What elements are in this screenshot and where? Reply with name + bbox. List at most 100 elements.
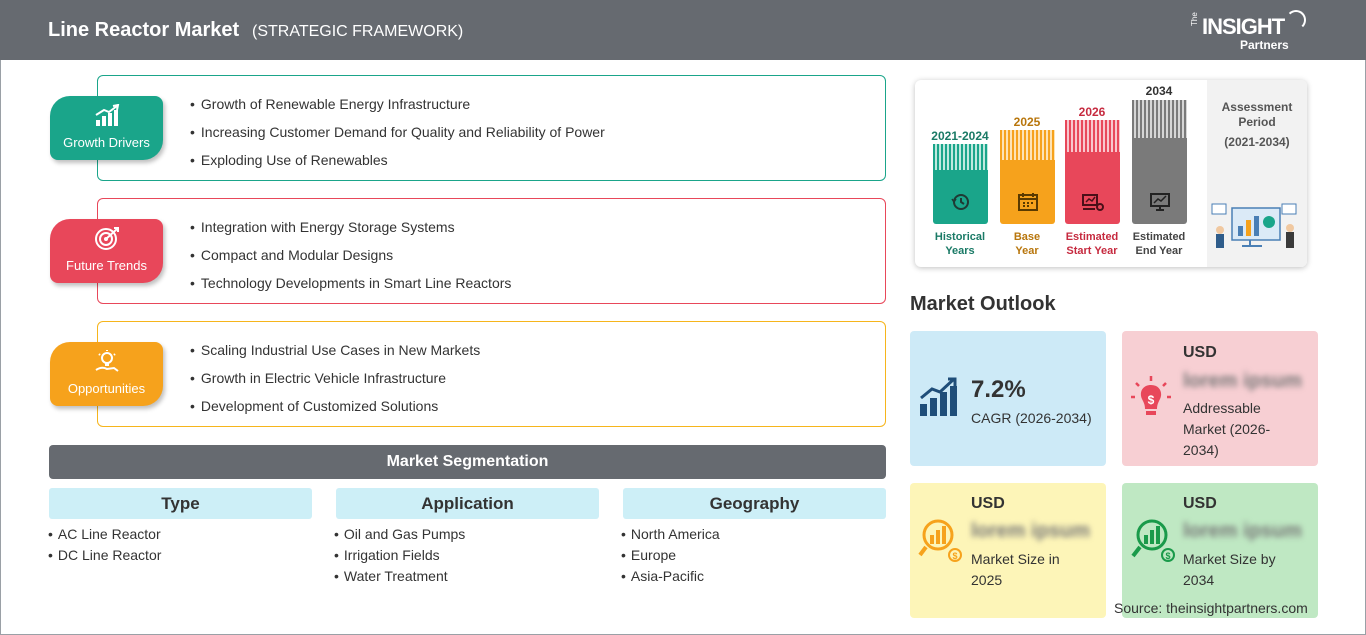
list-item: Growth of Renewable Energy Infrastructur… xyxy=(190,94,605,122)
list-item: Scaling Industrial Use Cases in New Mark… xyxy=(190,340,480,368)
assessment-label: Assessment xyxy=(1221,100,1293,114)
list-item: Oil and Gas Pumps xyxy=(334,525,465,546)
list-item: Increasing Customer Demand for Quality a… xyxy=(190,122,605,150)
insight-partners-logo[interactable]: The INSIGHT Partners xyxy=(1190,8,1310,54)
base-year-stripes xyxy=(1000,130,1055,160)
historical-bar xyxy=(933,170,988,224)
addressable-desc-line3: 2034) xyxy=(1183,442,1219,458)
size-2025-desc-line1: Market Size in xyxy=(971,551,1060,567)
segment-application-header: Application xyxy=(336,488,599,519)
list-item: Asia-Pacific xyxy=(621,567,720,588)
source-link[interactable]: Source: theinsightpartners.com xyxy=(1114,600,1308,616)
future-trends-list: Integration with Energy Storage Systems … xyxy=(190,217,512,301)
historical-caption-line2: Years xyxy=(945,245,975,257)
market-outlook-title: Market Outlook xyxy=(910,293,1056,315)
addressable-usd: USD xyxy=(1183,344,1217,361)
idea-hand-icon xyxy=(95,350,119,372)
list-item: DC Line Reactor xyxy=(48,546,162,567)
period-label: Period xyxy=(1238,115,1276,129)
list-item: Europe xyxy=(621,546,720,567)
list-item: North America xyxy=(621,525,720,546)
target-icon xyxy=(95,227,119,250)
addressable-desc-line2: Market (2026- xyxy=(1183,421,1271,437)
start-year-label: 2026 xyxy=(1078,105,1106,119)
list-item: Irrigation Fields xyxy=(334,546,465,567)
cagr-label: CAGR (2026-2034) xyxy=(971,410,1092,426)
future-trends-badge: Future Trends xyxy=(50,219,163,283)
page-title: Line Reactor Market xyxy=(48,19,240,41)
page-subtitle: (STRATEGIC FRAMEWORK) xyxy=(252,23,464,40)
start-year-caption-line2: Start Year xyxy=(1066,245,1118,257)
svg-text:$: $ xyxy=(952,551,957,561)
end-year-caption-line1: Estimated xyxy=(1132,231,1186,243)
end-year-caption-line2: End Year xyxy=(1135,245,1183,257)
svg-text:$: $ xyxy=(1165,551,1170,561)
chart-start-icon xyxy=(1082,194,1104,211)
opportunities-badge: Opportunities xyxy=(50,342,163,406)
segment-geography-header: Geography xyxy=(623,488,886,519)
addressable-value: lorem ipsum xyxy=(1183,370,1302,392)
end-year-label: 2034 xyxy=(1145,84,1173,98)
list-item: Compact and Modular Designs xyxy=(190,245,511,273)
size-2034-desc: Market Size by 2034 xyxy=(1183,549,1276,591)
analyst-dashboard-icon xyxy=(1211,203,1297,248)
calendar-icon xyxy=(1018,193,1038,211)
start-year-bar xyxy=(1065,152,1120,224)
segment-application-list: Oil and Gas Pumps Irrigation Fields Wate… xyxy=(334,525,465,588)
base-year-caption-line1: Base xyxy=(1013,231,1041,243)
magnifier-growth-icon: $ xyxy=(1131,519,1175,562)
growth-drivers-label: Growth Drivers xyxy=(63,135,150,150)
logo-the-text: The xyxy=(1190,12,1199,26)
future-trends-box: Integration with Energy Storage Systems … xyxy=(97,198,886,304)
opportunities-list: Scaling Industrial Use Cases in New Mark… xyxy=(190,340,480,424)
end-year-stripes xyxy=(1132,100,1187,138)
size-2025-desc-line2: 2025 xyxy=(971,572,1003,588)
size-2034-desc-line1: Market Size by xyxy=(1183,551,1276,567)
start-year-caption-line1: Estimated xyxy=(1065,231,1119,243)
list-item: Development of Customized Solutions xyxy=(190,396,480,424)
opportunities-box: Scaling Industrial Use Cases in New Mark… xyxy=(97,321,886,427)
base-year-caption-line2: Year xyxy=(1015,245,1039,257)
segment-geography-list: North America Europe Asia-Pacific xyxy=(621,525,720,588)
list-item: Growth in Electric Vehicle Infrastructur… xyxy=(190,368,480,396)
growth-drivers-box: Growth of Renewable Energy Infrastructur… xyxy=(97,75,886,181)
start-year-stripes xyxy=(1065,120,1120,152)
historical-years-label: 2021-2024 xyxy=(931,129,989,143)
addressable-desc-line1: Addressable xyxy=(1183,400,1261,416)
assessment-period-text: Assessment Period (2021-2034) xyxy=(1211,100,1303,150)
logo-partners-text: Partners xyxy=(1240,38,1289,52)
historical-stripes xyxy=(933,144,988,170)
history-clock-icon xyxy=(951,194,969,210)
future-trends-label: Future Trends xyxy=(66,258,147,273)
market-size-2025-card: $ USD lorem ipsum Market Size in 2025 xyxy=(910,483,1106,618)
size-2034-desc-line2: 2034 xyxy=(1183,572,1215,588)
size-2025-usd: USD xyxy=(971,495,1005,512)
size-2034-usd: USD xyxy=(1183,495,1217,512)
cagr-card: 7.2% CAGR (2026-2034) xyxy=(910,331,1106,466)
growth-drivers-badge: Growth Drivers xyxy=(50,96,163,160)
magnifier-chart-icon: $ xyxy=(918,519,962,562)
assessment-range: (2021-2034) xyxy=(1224,135,1290,149)
opportunities-label: Opportunities xyxy=(67,381,146,396)
list-item: Exploding Use of Renewables xyxy=(190,150,605,178)
historical-caption-line1: Historical xyxy=(934,231,986,243)
cagr-value: 7.2% xyxy=(971,376,1026,403)
list-item: Water Treatment xyxy=(334,567,465,588)
segment-type-header: Type xyxy=(49,488,312,519)
segment-type-list: AC Line Reactor DC Line Reactor xyxy=(48,525,162,567)
list-item: AC Line Reactor xyxy=(48,525,161,546)
bulb-dollar-icon: $ xyxy=(1131,376,1171,415)
growth-chart-icon xyxy=(920,377,957,416)
market-segmentation-title: Market Segmentation xyxy=(49,445,886,479)
list-item: Technology Developments in Smart Line Re… xyxy=(190,273,512,301)
size-2025-value: lorem ipsum xyxy=(971,520,1090,542)
monitor-chart-icon xyxy=(1150,193,1170,211)
logo-main-text: INSIGHT xyxy=(1202,14,1285,39)
growth-drivers-list: Growth of Renewable Energy Infrastructur… xyxy=(190,94,605,178)
